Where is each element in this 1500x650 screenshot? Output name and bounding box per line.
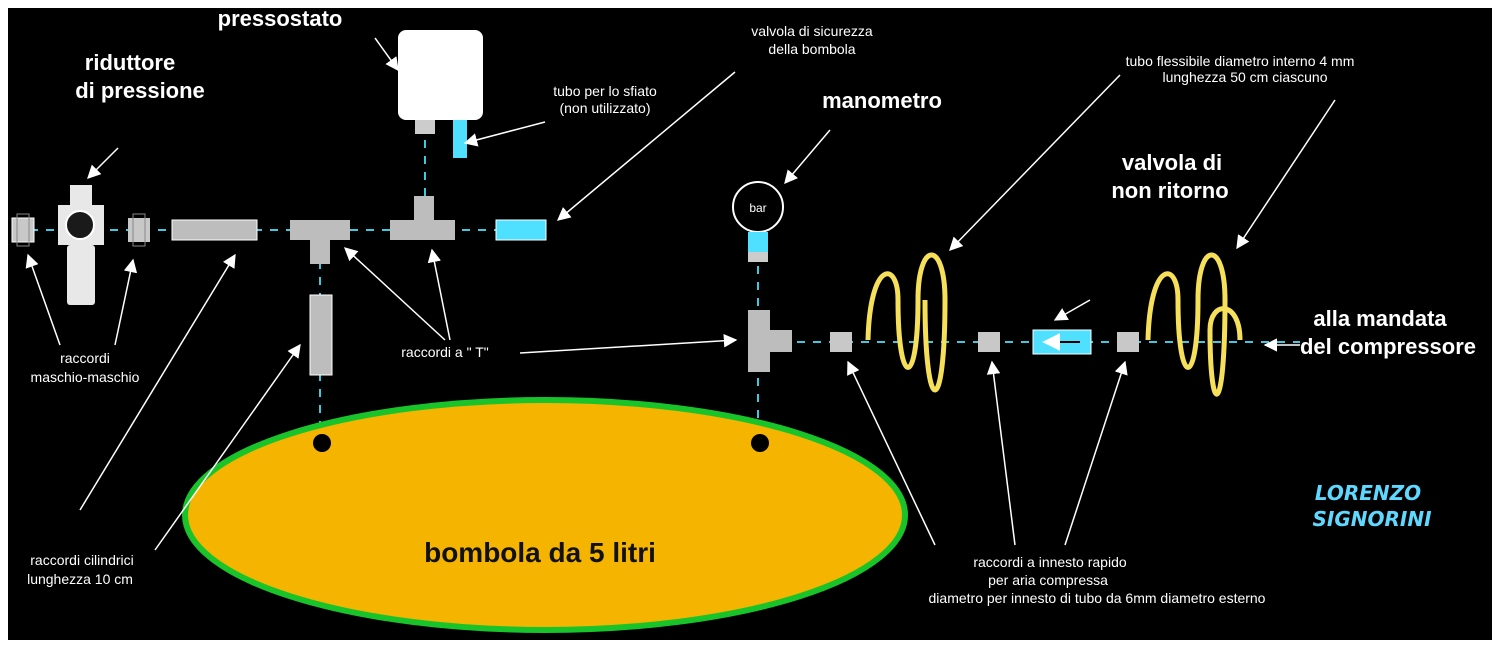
label-riduttore-line1: riduttore (85, 50, 175, 75)
t-fitting-3 (748, 310, 792, 372)
label-sfiato-line2: (non utilizzato) (559, 100, 650, 116)
label-valvola-sicurezza-line1: valvola di sicurezza (751, 23, 873, 39)
manometer (732, 181, 784, 262)
label-cilindrici-line1: raccordi cilindrici (30, 552, 133, 568)
pressure-reducer (58, 185, 104, 305)
label-sfiato-line1: tubo per lo sfiato (553, 83, 657, 99)
non-return-valve (1032, 329, 1092, 355)
safety-valve (495, 219, 547, 241)
flexible-hose-1 (865, 252, 948, 393)
cylindrical-fitting-horizontal (171, 219, 258, 241)
quick-fitting-3 (1117, 332, 1139, 352)
cylindrical-fitting-vertical (309, 294, 333, 376)
male-fitting-1 (11, 213, 35, 247)
quick-fitting-1 (830, 332, 852, 352)
label-pressostato: pressostato (218, 6, 343, 31)
t-fitting-1 (290, 220, 350, 264)
author-line2: SIGNORINI (1312, 507, 1432, 531)
male-fitting-2 (128, 213, 150, 247)
label-innesto-line2: per aria compressa (988, 572, 1108, 588)
label-tubo-flessibile-line2: lunghezza 50 cm ciascuno (1163, 69, 1328, 85)
pointer-arrows (25, 37, 1336, 551)
label-valvola-sicurezza-line2: della bombola (768, 41, 855, 57)
label-riduttore-line2: di pressione (75, 78, 205, 103)
label-non-ritorno-line1: valvola di (1122, 150, 1222, 175)
label-manometro: manometro (822, 88, 942, 113)
manometer-bar-label: bar (749, 201, 766, 215)
label-innesto-line3: diametro per innesto di tubo da 6mm diam… (929, 590, 1266, 606)
label-mandata-line2: del compressore (1300, 334, 1476, 359)
label-bombola: bombola da 5 litri (424, 537, 656, 568)
label-innesto-line1: raccordi a innesto rapido (973, 554, 1127, 570)
t-fitting-2 (390, 196, 455, 240)
label-mandata-line1: alla mandata (1313, 306, 1447, 331)
label-cilindrici-line2: lunghezza 10 cm (27, 571, 133, 587)
label-maschio-line2: maschio-maschio (31, 369, 140, 385)
author-line1: LORENZO (1315, 481, 1421, 505)
label-non-ritorno-line2: non ritorno (1111, 178, 1228, 203)
pressure-switch (398, 30, 483, 158)
label-raccordi-t: raccordi a " T" (401, 344, 489, 360)
flexible-hose-2 (1145, 252, 1243, 397)
tank-bombola (182, 397, 908, 633)
quick-fitting-2 (978, 332, 1000, 352)
tank-port-left (313, 434, 331, 452)
tank-port-right (751, 434, 769, 452)
label-tubo-flessibile-line1: tubo flessibile diametro interno 4 mm (1126, 53, 1355, 69)
label-maschio-line1: raccordi (60, 350, 110, 366)
